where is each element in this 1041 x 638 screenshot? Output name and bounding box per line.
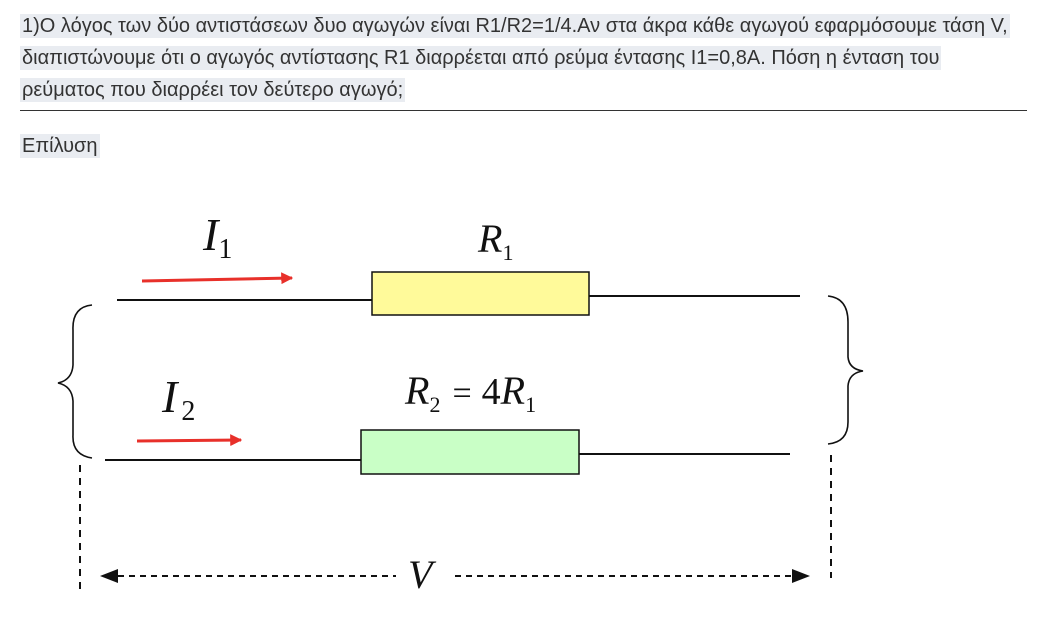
- right-brace: [827, 295, 864, 445]
- problem-text: 1)Ο λόγος των δύο αντιστάσεων δυο αγωγών…: [20, 14, 1010, 102]
- current-1-label: I1: [202, 209, 232, 265]
- resistor-1-label: R1: [477, 216, 513, 265]
- left-brace: [57, 304, 93, 459]
- divider: [20, 110, 1027, 111]
- voltage-arrowhead-right: [792, 569, 810, 583]
- current-1-arrow: [141, 272, 294, 285]
- voltage-label: V: [408, 552, 437, 597]
- problem-statement: 1)Ο λόγος των δύο αντιστάσεων δυο αγωγών…: [20, 10, 1020, 106]
- resistor-2: [360, 429, 580, 475]
- solution-heading: Επίλυση: [20, 130, 100, 162]
- resistor-1: [371, 271, 590, 316]
- current-2-arrow: [136, 434, 243, 447]
- voltage-arrowhead-left: [100, 569, 118, 583]
- solution-label: Επίλυση: [20, 134, 100, 158]
- resistor-2-label: R2=4R1: [404, 368, 536, 417]
